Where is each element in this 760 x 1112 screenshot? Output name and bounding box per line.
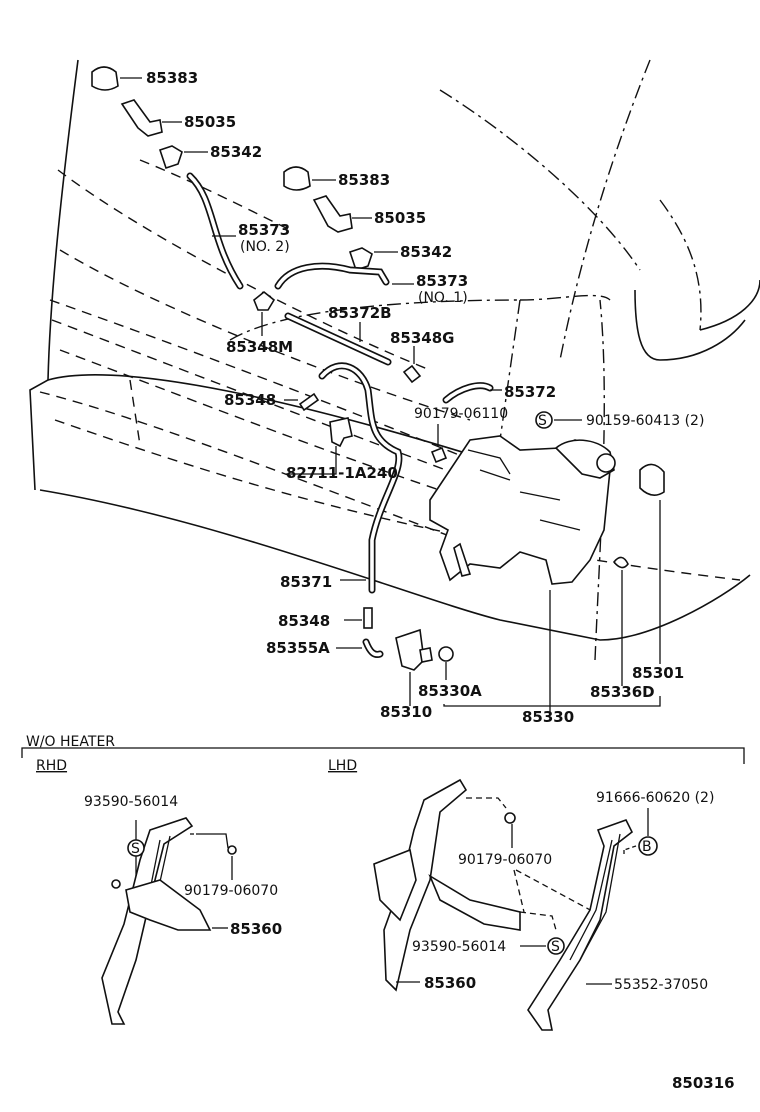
label-lhd-55352: 55352-37050 bbox=[614, 977, 708, 993]
hose-clip-b: 85342 bbox=[348, 243, 452, 272]
label-85355a: 85355A bbox=[266, 639, 330, 657]
label-rhd-85360: 85360 bbox=[230, 920, 282, 938]
joint-85348m: 85348M bbox=[226, 290, 293, 356]
label-85336d: 85336D bbox=[590, 683, 655, 701]
label-rhd-93590: 93590-56014 bbox=[84, 794, 178, 810]
label-90179-06110: 90179-06110 bbox=[414, 406, 508, 422]
symbol-s-90159: S bbox=[538, 413, 547, 429]
hose-85373-no1: 85373 (NO. 1) bbox=[274, 262, 468, 306]
label-lhd-91666: 91666-60620 (2) bbox=[596, 790, 714, 806]
label-rhd: RHD bbox=[36, 758, 67, 774]
washer-nozzle-a: 85035 bbox=[120, 99, 236, 137]
label-lhd-90179: 90179-06070 bbox=[458, 852, 552, 868]
hose-85355a: 85355A bbox=[266, 638, 384, 658]
label-90159: 90159-60413 (2) bbox=[586, 413, 704, 429]
washer-nozzle-b: 85035 bbox=[312, 195, 426, 233]
symbol-s-lhd: S bbox=[551, 939, 560, 955]
label-85371: 85371 bbox=[280, 573, 332, 591]
hose-clip-a: 85342 bbox=[158, 143, 262, 170]
label-85373-no2: 85373 bbox=[238, 221, 290, 239]
hose-85372: 85372 bbox=[442, 382, 556, 404]
bolt-90159: S 90159-60413 (2) bbox=[535, 411, 704, 429]
label-85373-no2-note: (NO. 2) bbox=[240, 239, 290, 255]
joint-85348g: 85348G bbox=[390, 329, 455, 384]
label-85383-b: 85383 bbox=[338, 171, 390, 189]
grommet-85330a: 85330A bbox=[418, 646, 482, 700]
label-85348g: 85348G bbox=[390, 329, 455, 347]
hose-85373-no2: 85373 (NO. 2) bbox=[186, 172, 290, 290]
joint-85348-b: 85348 bbox=[278, 607, 373, 630]
label-85372b: 85372B bbox=[328, 304, 392, 322]
symbol-b: B bbox=[642, 839, 652, 855]
label-85373-no1: 85373 bbox=[416, 272, 468, 290]
washer-motor-85310: 85310 bbox=[380, 628, 433, 721]
symbol-s-rhd: S bbox=[131, 841, 140, 857]
bracket-82711: 82711-1A240 bbox=[286, 417, 398, 482]
vehicle-body-outline bbox=[29, 59, 760, 661]
label-85348-a: 85348 bbox=[224, 391, 276, 409]
label-85372: 85372 bbox=[504, 383, 556, 401]
hose-85371: 85371 bbox=[280, 362, 403, 594]
lhd-bracket-assembly: 90179-06070 S 93590-56014 85360 bbox=[373, 778, 595, 992]
label-85035-a: 85035 bbox=[184, 113, 236, 131]
label-85348m: 85348M bbox=[226, 338, 293, 356]
label-85310: 85310 bbox=[380, 703, 432, 721]
tank-cap-85301: 85301 bbox=[632, 463, 684, 682]
lower-section-frame: W/O HEATER RHD LHD bbox=[21, 734, 745, 774]
label-85035-b: 85035 bbox=[374, 209, 426, 227]
bracket-line-85330 bbox=[443, 696, 661, 707]
washer-tank-85330: 85330 bbox=[429, 435, 616, 726]
lhd-long-bracket-55352: B 91666-60620 (2) 55352-37050 bbox=[527, 790, 714, 1031]
hose-85372b: 85372B bbox=[284, 304, 392, 366]
label-85342-a: 85342 bbox=[210, 143, 262, 161]
diagram-number: 850316 bbox=[672, 1074, 735, 1092]
joint-85348-a: 85348 bbox=[224, 391, 320, 412]
label-85342-b: 85342 bbox=[400, 243, 452, 261]
label-lhd: LHD bbox=[328, 758, 357, 774]
label-rhd-90179: 90179-06070 bbox=[184, 883, 278, 899]
label-85373-no1-note: (NO. 1) bbox=[418, 290, 468, 306]
label-85330a: 85330A bbox=[418, 682, 482, 700]
washer-nozzle-cap-b: 85383 bbox=[283, 166, 390, 191]
rhd-bracket-assembly: S 93590-56014 90179-06070 85360 bbox=[84, 794, 282, 1025]
label-lhd-85360: 85360 bbox=[424, 974, 476, 992]
label-85301: 85301 bbox=[632, 664, 684, 682]
grommet-85336d: 85336D bbox=[590, 556, 655, 701]
label-85330: 85330 bbox=[522, 708, 574, 726]
washer-nozzle-cap-a: 85383 bbox=[91, 66, 198, 91]
label-82711: 82711-1A240 bbox=[286, 464, 398, 482]
nut-90179-06110: 90179-06110 bbox=[414, 406, 508, 464]
label-85383-a: 85383 bbox=[146, 69, 198, 87]
label-lhd-93590: 93590-56014 bbox=[412, 939, 506, 955]
label-85348-b: 85348 bbox=[278, 612, 330, 630]
lower-section-title: W/O HEATER bbox=[26, 734, 115, 750]
